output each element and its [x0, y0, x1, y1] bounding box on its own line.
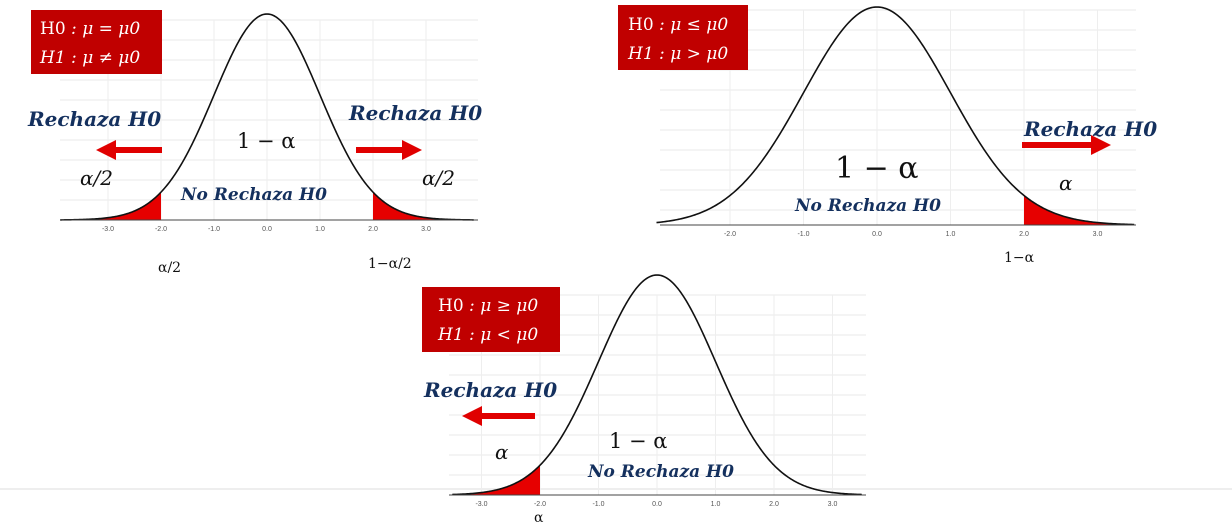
- hypothesis-box-bg: [618, 5, 748, 70]
- critical-left-label: α: [534, 510, 544, 522]
- normal-curve: [452, 274, 862, 496]
- normal-curve: [656, 6, 1135, 226]
- x-tick-label: -2.0: [534, 501, 546, 508]
- h1-symbol: H1: [627, 44, 654, 64]
- acceptance-label: 1 − α: [237, 129, 296, 153]
- left-tail-label: α: [495, 440, 509, 464]
- h0-text: H0 : μ ≥ μ0: [438, 296, 538, 316]
- x-tick-label: -1.0: [797, 231, 809, 238]
- right-tail-label: α: [1059, 171, 1073, 195]
- h0-relation: μ ≥ μ0: [480, 296, 538, 316]
- reject-left-label: Rechaza H0: [27, 107, 161, 131]
- h1-relation: μ ≠ μ0: [82, 48, 140, 68]
- normal-curve: [60, 13, 474, 221]
- no-reject-label: No Rechaza H0: [794, 196, 941, 216]
- h1-symbol: H1: [437, 325, 464, 345]
- x-tick-label: 2.0: [769, 501, 779, 508]
- left-arrow: [96, 140, 162, 160]
- acceptance-label: 1 − α: [835, 151, 919, 186]
- right-rejection-region: [1024, 195, 1135, 225]
- hypothesis-box: H0 : μ ≥ μ0 H1 : μ < μ0: [422, 287, 560, 352]
- panel-two-tailed: -3.0 -2.0 -1.0 0.0 1.0 2.0 3.0 H0 : μ = μ0 H1 …: [27, 10, 482, 276]
- h1-relation: μ > μ0: [670, 44, 728, 64]
- h0-relation: μ = μ0: [82, 19, 140, 39]
- h1-relation: μ < μ0: [480, 325, 538, 345]
- right-tail-label: α/2: [422, 166, 455, 190]
- h1-symbol: H1: [39, 48, 66, 68]
- right-rejection-region: [373, 192, 474, 220]
- right-arrow: [356, 140, 422, 160]
- h1-text: H1 : μ < μ0: [437, 325, 538, 345]
- x-tick-label: -2.0: [155, 226, 167, 233]
- no-reject-label: No Rechaza H0: [180, 185, 327, 205]
- reject-left-label: Rechaza H0: [423, 378, 557, 402]
- x-tick-label: -1.0: [208, 226, 220, 233]
- no-reject-label: No Rechaza H0: [587, 462, 734, 482]
- x-tick-label: -2.0: [724, 231, 736, 238]
- panel-right-tailed: -2.0 -1.0 0.0 1.0 2.0 3.0 H0 : μ ≤ μ0 H1 : μ …: [618, 5, 1157, 266]
- h0-text: H0 : μ ≤ μ0: [628, 15, 728, 35]
- x-tick-label: 2.0: [1019, 231, 1029, 238]
- x-tick-label: 1.0: [946, 231, 956, 238]
- hypothesis-box-bg: [422, 287, 560, 352]
- reject-right-label: Rechaza H0: [348, 101, 482, 125]
- x-tick-label: 3.0: [1093, 231, 1103, 238]
- left-tail-label: α/2: [80, 166, 113, 190]
- critical-right-label: 1−α/2: [368, 256, 412, 272]
- right-arrow: [1022, 135, 1111, 155]
- hypothesis-box: H0 : μ ≤ μ0 H1 : μ > μ0: [618, 5, 748, 70]
- x-axis-ticks: -3.0 -2.0 -1.0 0.0 1.0 2.0 3.0: [475, 501, 837, 508]
- panel-left-tailed: -3.0 -2.0 -1.0 0.0 1.0 2.0 3.0 H0 : μ ≥ μ0 H1 …: [422, 274, 866, 522]
- h0-symbol: H0: [40, 19, 66, 39]
- hypothesis-box-bg: [31, 10, 162, 74]
- h1-text: H1 : μ ≠ μ0: [39, 48, 140, 68]
- x-tick-label: 0.0: [652, 501, 662, 508]
- critical-left-label: α/2: [158, 260, 181, 276]
- left-arrow: [462, 406, 535, 426]
- x-axis-ticks: -2.0 -1.0 0.0 1.0 2.0 3.0: [724, 231, 1103, 238]
- reject-right-label: Rechaza H0: [1023, 117, 1157, 141]
- x-tick-label: 3.0: [421, 226, 431, 233]
- h0-text: H0 : μ = μ0: [40, 19, 140, 39]
- x-tick-label: 1.0: [315, 226, 325, 233]
- left-rejection-region: [60, 192, 161, 220]
- x-tick-label: 1.0: [711, 501, 721, 508]
- h0-relation: μ ≤ μ0: [670, 15, 728, 35]
- hypothesis-box: H0 : μ = μ0 H1 : μ ≠ μ0: [31, 10, 162, 74]
- h1-text: H1 : μ > μ0: [627, 44, 728, 64]
- x-tick-label: -1.0: [592, 501, 604, 508]
- x-tick-label: 0.0: [872, 231, 882, 238]
- x-tick-label: 0.0: [262, 226, 272, 233]
- acceptance-label: 1 − α: [609, 429, 668, 453]
- x-axis-ticks: -3.0 -2.0 -1.0 0.0 1.0 2.0 3.0: [102, 226, 431, 233]
- x-tick-label: -3.0: [475, 501, 487, 508]
- x-tick-label: 2.0: [368, 226, 378, 233]
- critical-right-label: 1−α: [1004, 250, 1035, 266]
- h0-symbol: H0: [438, 296, 464, 316]
- x-tick-label: 3.0: [828, 501, 838, 508]
- x-tick-label: -3.0: [102, 226, 114, 233]
- left-rejection-region: [452, 465, 540, 495]
- h0-symbol: H0: [628, 15, 654, 35]
